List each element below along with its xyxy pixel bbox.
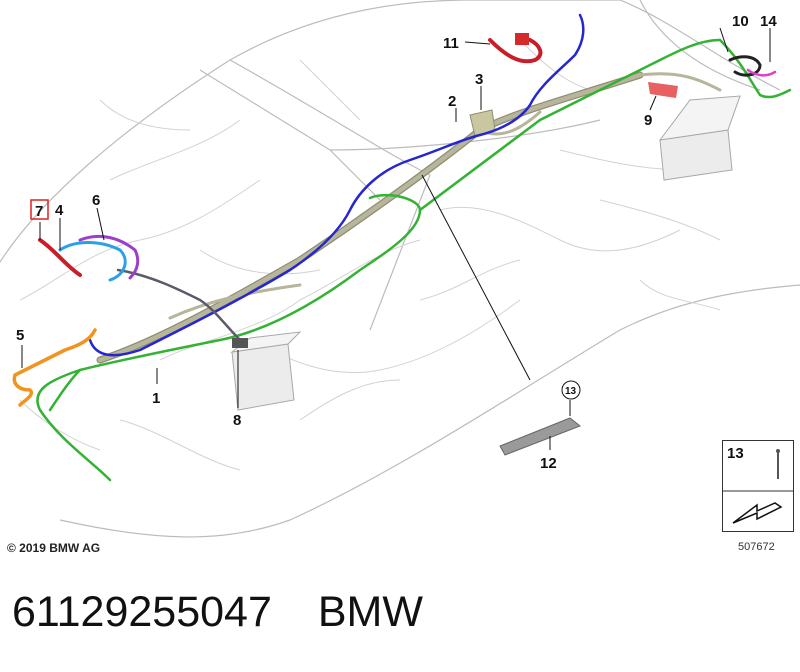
copyright: © 2019 BMW AG (7, 541, 101, 555)
connector-8 (232, 338, 248, 348)
light-blue-cable-4 (58, 241, 127, 282)
callout-2: 2 (448, 93, 456, 110)
callout-5: 5 (16, 327, 24, 344)
green-cable (36, 38, 792, 482)
main-harness (96, 71, 722, 364)
car-body-outline (0, 0, 800, 538)
wiring-harness-diagram: 1 2 3 4 5 6 7 8 9 10 11 12 13 14 (0, 0, 800, 538)
callout-4: 4 (55, 202, 64, 219)
footer: 61129255047 BMW (12, 588, 423, 637)
pink-cable-14 (746, 68, 777, 77)
red-terminal-9 (648, 82, 678, 98)
red-connector-11 (515, 33, 529, 45)
circled-13-ring (561, 380, 581, 400)
orange-cable-5 (12, 328, 97, 407)
callout-3: 3 (475, 71, 483, 88)
arrow-icon (732, 502, 783, 524)
black-cable-10 (728, 55, 762, 77)
callout-13: 13 (565, 386, 577, 397)
callout-7: 7 (35, 203, 43, 220)
leader-lines (21, 27, 771, 450)
callout-12: 12 (540, 455, 557, 472)
battery-rear (658, 95, 741, 181)
bolt-icon (723, 449, 793, 492)
highlight-box-7 (30, 199, 49, 220)
blue-cable (88, 13, 585, 357)
callout-6: 6 (92, 192, 100, 209)
ground-strap-12 (499, 417, 581, 456)
legend-part-number: 13 (727, 445, 744, 462)
brand-name: BMW (317, 588, 423, 636)
purple-cable-6 (78, 234, 140, 280)
callout-1: 1 (152, 390, 160, 407)
callout-8: 8 (233, 412, 241, 429)
callout-14: 14 (760, 13, 777, 30)
red-cable-11 (488, 38, 543, 64)
red-cable-7 (38, 238, 82, 277)
legend-box: 13 (722, 440, 794, 532)
part-number: 61129255047 (12, 588, 272, 636)
callout-10: 10 (732, 13, 749, 30)
grey-cable (116, 268, 242, 342)
callout-11: 11 (443, 35, 459, 52)
callout-9: 9 (644, 112, 652, 129)
diagram-number: 507672 (738, 541, 775, 553)
battery-front (230, 331, 302, 411)
